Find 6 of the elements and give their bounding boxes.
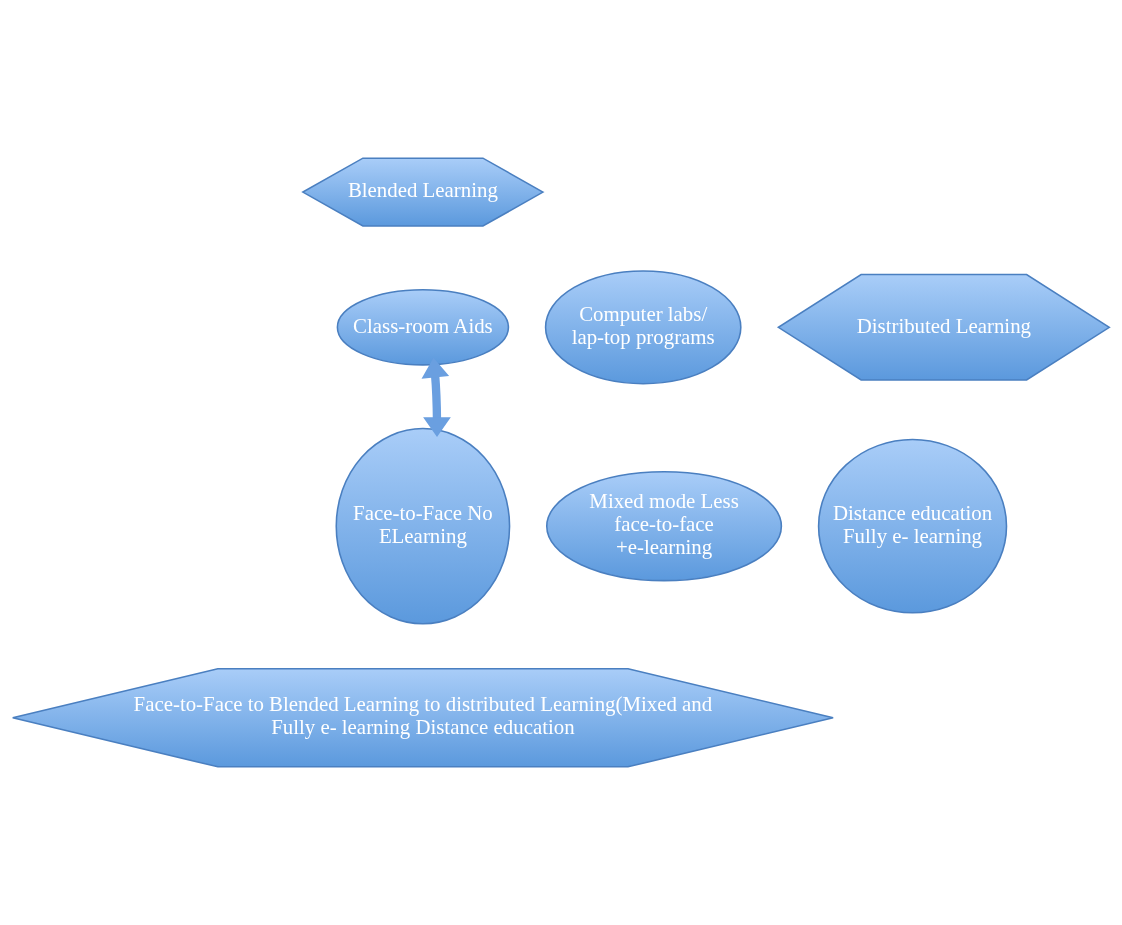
node-ellipse: Computer labs/ lap-top programs bbox=[544, 270, 742, 385]
arrow bbox=[421, 357, 451, 438]
node-ellipse: Class-room Aids bbox=[336, 288, 510, 366]
node-ellipse: Face-to-Face No ELearning bbox=[335, 427, 511, 625]
node-circle: Distance education Fully e- learning bbox=[817, 438, 1008, 614]
node-ellipse: Mixed mode Less face-to-face +e-learning bbox=[546, 470, 783, 582]
